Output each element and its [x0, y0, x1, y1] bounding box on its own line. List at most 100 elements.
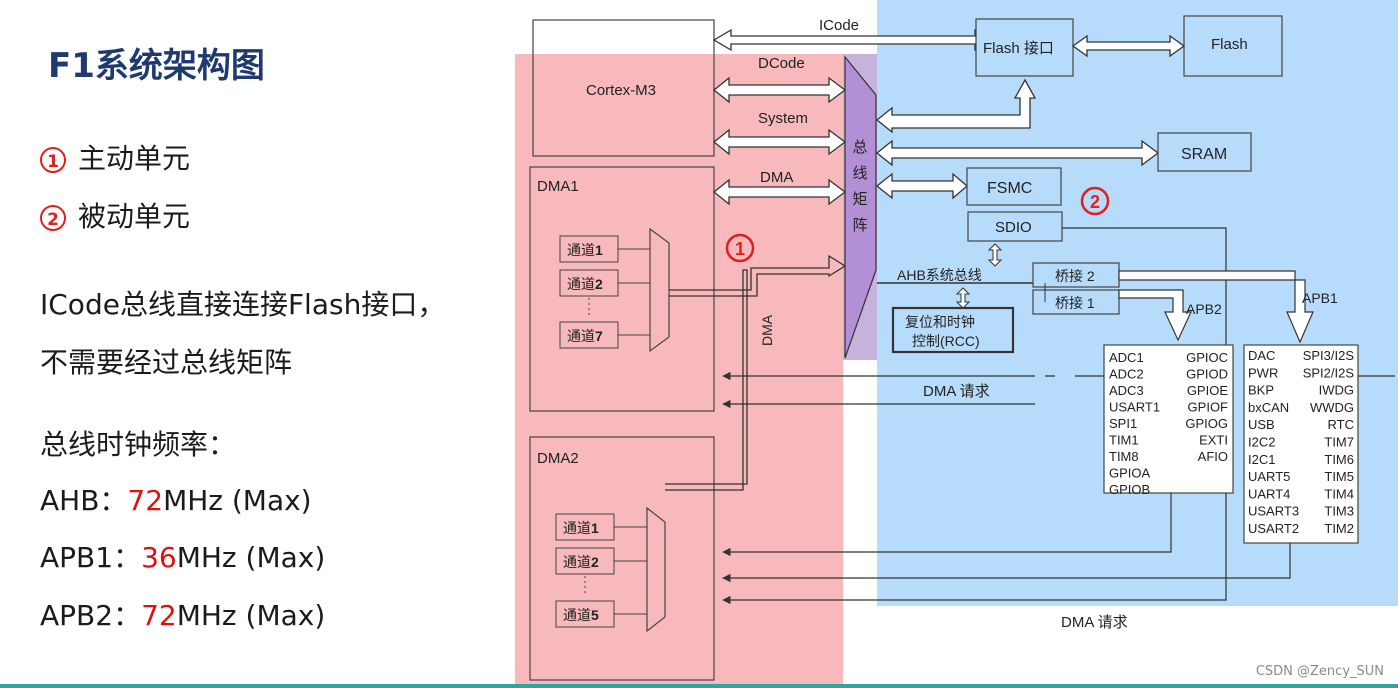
dma2-arbiter	[646, 506, 666, 633]
bus-matrix-char-2: 线	[852, 165, 867, 182]
peripheral-item: bxCAN	[1248, 400, 1289, 415]
flash-interface-block	[975, 18, 1074, 77]
dma-vertical-label: DMA	[759, 314, 775, 346]
bridge2-block	[1032, 262, 1120, 288]
dma-request-label-top: DMA 请求	[923, 383, 990, 400]
dma1-ch7-label: 通道	[567, 328, 595, 344]
peripheral-item: GPIOD	[1186, 367, 1228, 382]
flash-link-arrow	[1071, 34, 1186, 58]
peripheral-item: SPI3/I2S	[1303, 348, 1355, 363]
peripheral-item: TIM4	[1324, 486, 1354, 501]
bus-matrix-char-1: 总	[852, 139, 867, 156]
dma2-block	[529, 436, 715, 681]
bus-matrix	[844, 55, 877, 359]
clock-ahb-value: 72	[127, 484, 164, 517]
clock-apb1: APB1：36MHz (Max)	[40, 536, 325, 576]
icode-note-line2: 不需要经过总线矩阵	[40, 346, 293, 379]
sdio-block	[967, 211, 1063, 242]
clock-apb2-unit: MHz (Max)	[176, 599, 326, 632]
apb1-dma-request-line	[722, 543, 1291, 583]
legend-active-label: 主动单元	[78, 142, 191, 175]
peripheral-item: TIM1	[1109, 433, 1139, 448]
peripheral-item: SPI2/I2S	[1303, 365, 1355, 380]
system-bus-arrow	[712, 128, 847, 156]
dma1-to-matrix-path	[669, 254, 847, 297]
peripheral-item: SPI1	[1109, 416, 1137, 431]
apb2-peripherals-box	[1103, 344, 1234, 494]
bridge1-label: 桥接 1	[1055, 295, 1095, 311]
peripheral-item: ADC2	[1109, 367, 1144, 382]
peripheral-item: TIM7	[1324, 435, 1354, 450]
dma1-block	[529, 166, 715, 412]
dma2-to-matrix-path	[665, 269, 748, 491]
rcc-block	[891, 306, 1015, 354]
dma1-ch1-label: 通道	[567, 242, 595, 258]
peripheral-item: AFIO	[1198, 449, 1228, 464]
dma1-ch1-num: 1	[595, 242, 603, 258]
active-region	[515, 54, 843, 688]
clock-apb1-value: 36	[141, 541, 177, 574]
system-label: System	[758, 110, 808, 127]
system-architecture-diagram: Cortex-M3 DMA1 通道1 通道2 通道7 DMA2 通道1 通道2 …	[515, 0, 1398, 688]
bus-matrix-char-4: 阵	[852, 217, 867, 234]
legend-marker-1: 1	[40, 147, 66, 173]
peripheral-item: GPIOF	[1188, 400, 1229, 415]
matrix-to-flash-arrow	[875, 78, 1037, 134]
apb1-label: APB1	[1302, 290, 1338, 306]
dma2-ch1-text: 通道1	[563, 520, 599, 536]
peripheral-item: USART1	[1109, 400, 1160, 415]
dma2-ch1-num: 1	[591, 520, 599, 536]
peripheral-item: GPIOC	[1186, 350, 1228, 365]
dma2-ch2-num: 2	[591, 554, 599, 570]
bridge2-label: 桥接 2	[1055, 268, 1095, 284]
peripheral-item: GPIOA	[1109, 466, 1151, 481]
fsmc-label: FSMC	[987, 180, 1032, 197]
peripheral-item: USART2	[1248, 521, 1299, 536]
apb1-peripherals-box	[1243, 344, 1359, 544]
rcc-label-line1: 复位和时钟	[905, 314, 975, 330]
dcode-label: DCode	[758, 55, 805, 72]
icode-label: ICode	[819, 17, 859, 34]
peripheral-item: TIM5	[1324, 469, 1354, 484]
active-unit-marker	[725, 233, 755, 263]
peripheral-item: PWR	[1248, 365, 1278, 380]
icode-note-line1: ICode总线直接连接Flash接口，	[40, 288, 446, 321]
peripheral-item: GPIOG	[1185, 416, 1228, 431]
peripheral-item: UART5	[1248, 469, 1290, 484]
peripheral-item: RTC	[1328, 417, 1354, 432]
peripheral-item: I2C2	[1248, 435, 1275, 450]
peripheral-item: WWDG	[1310, 400, 1354, 415]
peripheral-item: USB	[1248, 417, 1275, 432]
sdio-label: SDIO	[995, 219, 1032, 236]
apb1-arrow	[1118, 270, 1314, 344]
clock-apb2-name: APB2：	[40, 599, 142, 632]
legend-active-unit: 1 主动单元	[40, 137, 190, 177]
peripheral-item: TIM6	[1324, 452, 1354, 467]
sram-label: SRAM	[1181, 146, 1227, 163]
peripheral-item: TIM3	[1324, 504, 1354, 519]
legend-passive-label: 被动单元	[78, 200, 191, 233]
dma2-ch5-num: 5	[591, 607, 599, 623]
passive-unit-marker-num: 2	[1090, 192, 1100, 212]
apb2-dma-request-line	[722, 493, 1172, 557]
clock-apb1-name: APB1：	[40, 541, 142, 574]
clock-apb2: APB2：72MHz (Max)	[40, 594, 325, 634]
peripheral-item: I2C1	[1248, 452, 1275, 467]
peripheral-item: USART3	[1248, 504, 1299, 519]
csdn-watermark: CSDN @Zency_SUN	[1255, 664, 1384, 679]
dma2-ch1-label: 通道	[563, 520, 591, 536]
active-unit-marker-num: 1	[735, 239, 745, 259]
apb2-label: APB2	[1186, 301, 1222, 317]
slide-title: F1系统架构图	[48, 46, 265, 86]
cortex-m3-label: Cortex-M3	[586, 82, 656, 99]
peripheral-item: DAC	[1248, 348, 1275, 363]
dma1-ch2-num: 2	[595, 276, 603, 292]
bridge1-block	[1032, 289, 1120, 315]
sdio-ahb-link	[987, 243, 1003, 267]
dma-bus-arrow	[712, 178, 847, 206]
dma1-ch7-num: 7	[595, 328, 603, 344]
dma2-label: DMA2	[537, 450, 579, 467]
peripheral-item: GPIOE	[1187, 383, 1229, 398]
